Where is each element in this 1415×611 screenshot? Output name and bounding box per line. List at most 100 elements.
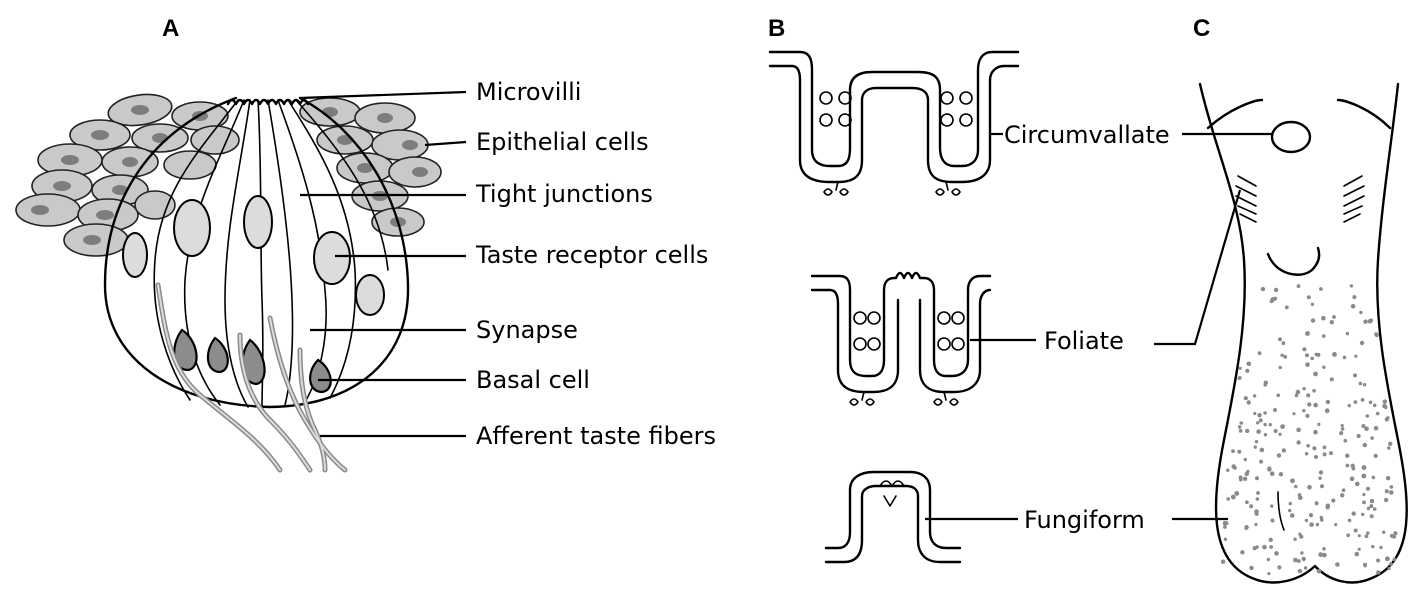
papilla-dot: [1383, 497, 1389, 503]
papilla-dot: [1364, 534, 1369, 539]
papilla-dot: [1361, 465, 1367, 470]
papilla-dot: [1322, 552, 1327, 558]
papilla-dot: [1254, 522, 1258, 527]
papilla-dot: [1304, 452, 1309, 456]
papilla-dot: [1366, 531, 1370, 535]
papilla-dot: [1332, 315, 1336, 319]
papilla-dot: [1262, 544, 1267, 550]
papilla-dot: [1376, 558, 1381, 563]
papilla-dot: [1349, 284, 1354, 288]
papilla-dot: [1260, 286, 1266, 292]
label-epithelial-cells: Epithelial cells: [476, 128, 649, 156]
papilla-dot: [1305, 353, 1309, 358]
papilla-dot: [1267, 572, 1271, 576]
panel-c-leader-lines: [1154, 132, 1273, 521]
papilla-dot: [1342, 355, 1347, 360]
papilla-dot: [1369, 498, 1375, 504]
papilla-dot: [1320, 484, 1324, 489]
papilla-dot: [1249, 504, 1254, 509]
papilla-dot: [1303, 566, 1308, 570]
papilla-dot: [1382, 403, 1387, 409]
papilla-dot: [1246, 400, 1251, 405]
papilla-dot: [1357, 534, 1361, 538]
papilla-dot: [1384, 489, 1389, 494]
papilla-dot: [1305, 362, 1310, 367]
papilla-dot: [1223, 537, 1228, 541]
fungiform-papilla: [824, 470, 962, 564]
papilla-dot: [1292, 412, 1296, 416]
papilla-dot: [1296, 559, 1301, 563]
papilla-dot: [1385, 476, 1391, 481]
label-circumvallate: Circumvallate: [1004, 121, 1170, 149]
papilla-dot: [1253, 445, 1258, 449]
papilla-dot: [1301, 556, 1306, 562]
papilla-dot: [1315, 522, 1320, 527]
papilla-dot: [1296, 427, 1301, 433]
papilla-dot: [1302, 347, 1307, 352]
papilla-dot: [1354, 354, 1358, 358]
papilla-dot: [1252, 394, 1257, 398]
papilla-dot: [1268, 423, 1272, 427]
papilla-dot: [1332, 352, 1337, 357]
papilla-dot: [1309, 522, 1314, 527]
papilla-dot: [1374, 332, 1380, 338]
papilla-dot: [1276, 393, 1280, 398]
papilla-dot: [1245, 368, 1250, 373]
papilla-dot: [1257, 351, 1262, 356]
papilla-dot: [1345, 463, 1350, 468]
papilla-dot: [1226, 468, 1230, 472]
papilla-dot: [1316, 352, 1321, 357]
papilla-dot: [1369, 504, 1374, 509]
papilla-dot: [1294, 484, 1298, 489]
papilla-dot: [1231, 464, 1236, 469]
papilla-dot: [1388, 441, 1393, 446]
papilla-dot: [1363, 319, 1368, 324]
papilla-dot: [1385, 556, 1390, 562]
afferent-fibers: [155, 282, 348, 473]
papilla-dot: [1316, 568, 1322, 574]
papilla-dot: [1278, 365, 1282, 370]
papilla-dot: [1302, 387, 1306, 391]
tongue-papillae-dots: [1220, 284, 1398, 576]
papilla-dot: [1305, 413, 1310, 418]
papilla-dot: [1321, 315, 1326, 321]
papilla-dot: [1278, 432, 1282, 436]
papilla-dot: [1296, 440, 1301, 445]
papilla-dot: [1372, 507, 1377, 511]
circumvallate-papilla: [768, 50, 1020, 196]
papilla-dot: [1278, 472, 1284, 477]
papilla-dot: [1322, 445, 1327, 450]
papilla-dot: [1223, 525, 1227, 529]
papilla-dot: [1238, 366, 1242, 370]
papilla-dot: [1371, 475, 1376, 480]
papilla-dot: [1379, 545, 1383, 550]
papilla-dot: [1324, 408, 1330, 414]
papilla-dot: [1293, 537, 1297, 541]
papilla-dot: [1269, 299, 1274, 304]
papilla-dot: [1240, 550, 1245, 555]
papilla-dot: [1270, 504, 1274, 508]
foliate-papilla: [810, 271, 992, 406]
papilla-dot: [1353, 373, 1357, 378]
papilla-dot: [1237, 449, 1242, 454]
papilla-dot: [1353, 400, 1358, 404]
papilla-dot: [1351, 511, 1356, 516]
papilla-dot: [1256, 421, 1260, 425]
papilla-dot: [1329, 320, 1335, 325]
papilla-dot: [1312, 446, 1317, 451]
papilla-dot: [1365, 486, 1371, 491]
papilla-dot: [1263, 422, 1267, 427]
papilla-dot: [1369, 514, 1374, 519]
papilla-dot: [1273, 287, 1279, 293]
papilla-dot: [1237, 425, 1242, 429]
papilla-dot: [1283, 355, 1288, 359]
papilla-dot: [1347, 403, 1352, 408]
papilla-dot: [1354, 551, 1360, 557]
label-tight-junctions: Tight junctions: [475, 180, 653, 208]
papilla-dot: [1302, 409, 1306, 413]
papilla-dot: [1350, 463, 1355, 468]
papilla-dot: [1313, 429, 1318, 435]
papilla-dot: [1310, 356, 1314, 361]
papilla-dot: [1254, 511, 1259, 516]
